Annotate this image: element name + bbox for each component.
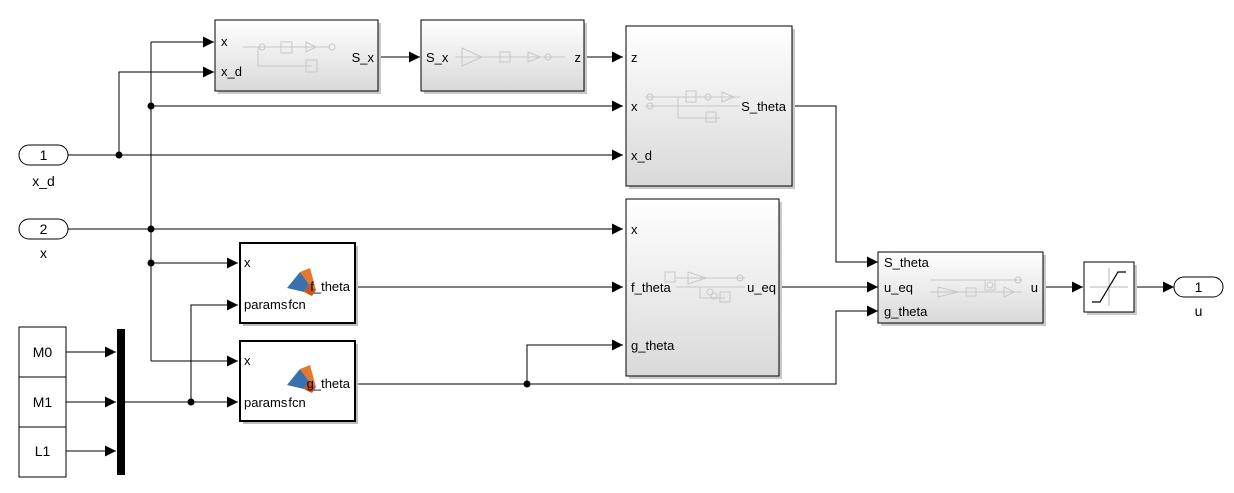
port-label: f_theta — [631, 280, 672, 295]
matlab-logo-icon — [287, 268, 316, 296]
subsystem-sx[interactable]: x x_d S_x — [214, 19, 381, 94]
matlab-logo-icon — [287, 365, 316, 393]
port-label: params — [244, 395, 288, 410]
port-label: g_theta — [307, 376, 351, 391]
outport-label: u — [1195, 303, 1203, 319]
port-label: g_theta — [631, 338, 675, 353]
wire-stheta-to-u[interactable] — [792, 105, 878, 268]
signal-lines — [66, 36, 1174, 457]
constant-block-m0[interactable]: M0 — [18, 326, 67, 378]
inport-number: 1 — [40, 147, 48, 163]
port-label: S_theta — [884, 255, 930, 270]
port-label: u_eq — [747, 280, 776, 295]
subsystem-icon — [645, 90, 740, 123]
constant-label: L1 — [35, 443, 51, 459]
port-label: x — [631, 99, 638, 114]
saturation-curve — [1092, 271, 1126, 303]
port-label: z — [575, 50, 582, 65]
wire-gtheta-branch[interactable] — [526, 339, 623, 384]
port-label: S_x — [352, 50, 375, 65]
wire-mux-to-f-params[interactable] — [190, 299, 238, 402]
subsystem-u[interactable]: S_theta u_eq g_theta u — [877, 251, 1046, 326]
outport-number: 1 — [1195, 279, 1203, 295]
subsystem-icon — [664, 271, 745, 303]
matlab-function-f[interactable]: x params f_theta fcn — [239, 242, 358, 326]
port-label: x_d — [221, 64, 242, 79]
junction-dots — [115, 102, 531, 406]
subsystem-icon — [455, 47, 565, 67]
junction-dot — [147, 102, 155, 110]
subsystem-icon — [930, 276, 1022, 298]
constant-block-m1[interactable]: M1 — [18, 376, 67, 428]
port-label: x_d — [631, 148, 652, 163]
wire-gtheta[interactable] — [355, 305, 878, 385]
port-label: S_theta — [741, 99, 787, 114]
inport-x_d[interactable]: 1 x_d — [18, 144, 69, 189]
constant-block-l1[interactable]: L1 — [18, 426, 67, 478]
subsystem-icon — [243, 41, 336, 73]
fcn-label: fcn — [288, 297, 305, 312]
junction-dot — [147, 259, 155, 267]
subsystem-ueq[interactable]: x f_theta g_theta u_eq — [625, 198, 782, 379]
port-label: x — [244, 255, 251, 270]
constant-label: M1 — [33, 394, 53, 410]
wire-xd-to-sx[interactable] — [118, 66, 214, 155]
mux-block[interactable] — [117, 329, 125, 475]
port-label: x — [631, 222, 638, 237]
junction-dot — [187, 398, 195, 406]
port-label: z — [631, 50, 638, 65]
inport-number: 2 — [40, 221, 48, 237]
port-label: g_theta — [884, 304, 928, 319]
subsystem-stheta[interactable]: z x x_d S_theta — [625, 25, 795, 189]
inport-label: x — [40, 245, 47, 261]
subsystem-z[interactable]: S_x z — [420, 19, 587, 94]
outport-u[interactable]: 1 u — [1173, 276, 1224, 319]
port-label: x — [244, 353, 251, 368]
port-label: u — [1031, 280, 1038, 295]
junction-dot — [115, 151, 123, 159]
inport-x[interactable]: 2 x — [18, 218, 69, 261]
port-label: f_theta — [310, 279, 351, 294]
port-label: u_eq — [884, 280, 913, 295]
saturation-block[interactable] — [1083, 261, 1137, 315]
inport-label: x_d — [32, 173, 55, 189]
port-label: x — [221, 34, 228, 49]
matlab-function-g[interactable]: x params g_theta fcn — [239, 340, 358, 424]
junction-dot — [147, 225, 155, 233]
constant-label: M0 — [33, 344, 53, 360]
fcn-label: fcn — [288, 395, 305, 410]
port-label: S_x — [426, 50, 449, 65]
port-label: params — [244, 297, 288, 312]
junction-dot — [523, 380, 531, 388]
